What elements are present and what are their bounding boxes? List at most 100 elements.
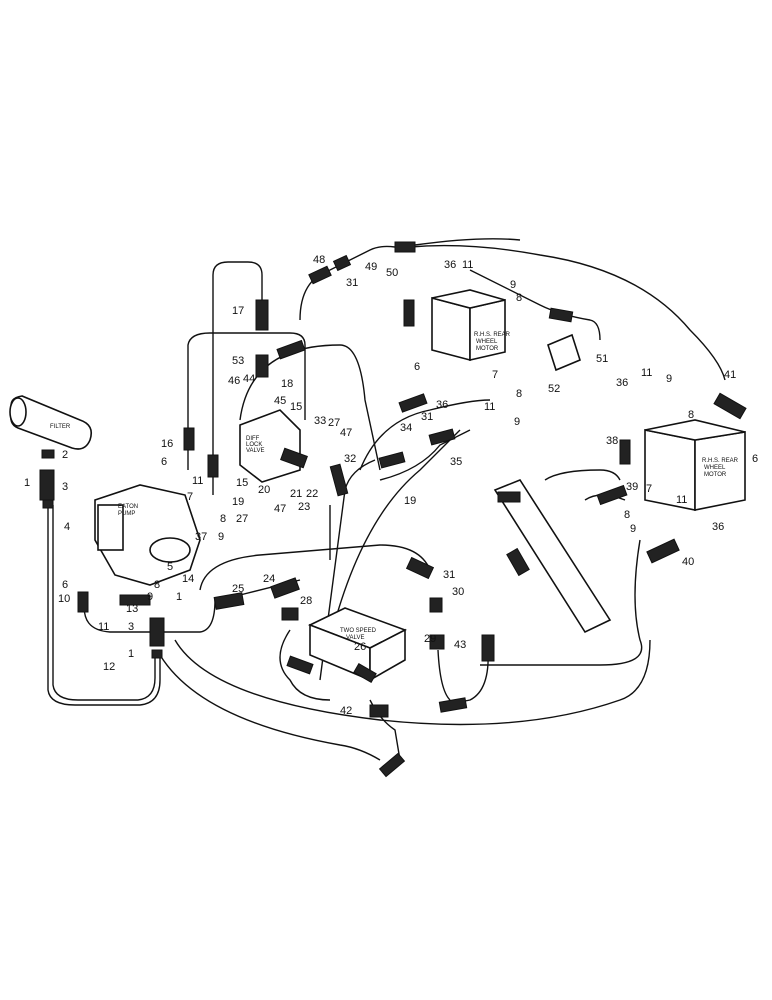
filter: FILTER: [9, 395, 93, 450]
callout-c39: 39: [626, 481, 638, 493]
callout-c11b: 11: [192, 475, 203, 487]
valve-block-52: [547, 333, 581, 372]
callout-c27: 27: [236, 513, 248, 525]
two-speed-label-2: VALVE: [346, 635, 364, 641]
hose-tall-loop: [212, 261, 263, 495]
callout-c19b: 19: [404, 495, 416, 507]
callout-c31b: 31: [421, 411, 433, 423]
callout-c6d: 6: [752, 453, 758, 465]
pump-flange: [97, 504, 124, 551]
fitting-13: [119, 594, 151, 606]
fitting-26: [353, 662, 377, 684]
fitting-31-top: [332, 254, 352, 272]
callout-c34: 34: [400, 422, 412, 434]
callout-c21: 21: [290, 488, 302, 500]
fittings: [39, 241, 747, 778]
hose-top-long: [299, 244, 726, 381]
filter-end: [9, 397, 27, 427]
callout-c7: 7: [187, 491, 193, 503]
callout-c8b: 8: [220, 513, 226, 525]
fitting-42: [369, 704, 389, 718]
two-speed-valve: TWO SPEED VALVE: [307, 607, 407, 682]
fitting-top-hose: [276, 339, 306, 360]
two-speed-side: [369, 628, 406, 682]
fitting-manifold-2: [506, 547, 530, 577]
hose-two-speed-loop: [199, 544, 431, 591]
diff-valve-body: [239, 409, 301, 483]
callout-c8f: 8: [624, 509, 630, 521]
callout-c11c: 11: [462, 259, 473, 271]
callout-c36c: 36: [616, 377, 628, 389]
callout-c45: 45: [274, 395, 286, 407]
fitting-filter-3: [39, 469, 55, 501]
callout-c10: 10: [58, 593, 70, 605]
callout-c8: 8: [154, 579, 160, 591]
hose-12: [47, 505, 161, 706]
pump-label-1: EATON: [118, 504, 138, 510]
diff-label-2: LOCK: [246, 442, 262, 448]
callout-c47b: 47: [340, 427, 352, 439]
fitting-motor-top-lower: [398, 393, 428, 413]
callout-c6c: 6: [414, 361, 420, 373]
callout-c8e: 8: [688, 409, 694, 421]
hose-two-speed-left: [279, 629, 331, 701]
fitting-34: [428, 428, 456, 446]
callout-c6: 6: [62, 579, 68, 591]
hose-manifold-right: [544, 469, 621, 481]
hose-29: [437, 649, 451, 701]
fitting-10: [77, 591, 89, 613]
fitting-43: [481, 634, 495, 662]
callout-c52: 52: [548, 383, 560, 395]
hose-two-speed-down: [369, 699, 401, 761]
callout-c9f: 9: [630, 523, 636, 535]
motor-top-label-1: R.H.S. REAR: [474, 332, 511, 338]
fitting-50: [394, 241, 416, 253]
callout-c42: 42: [340, 705, 352, 717]
callout-c15b: 15: [236, 477, 248, 489]
motor-right-label-1: R.H.S. REAR: [702, 458, 739, 464]
callout-c11: 11: [98, 621, 109, 633]
rhs-motor-top: R.H.S. REAR WHEEL MOTOR: [431, 289, 511, 362]
callout-c9d: 9: [514, 416, 520, 428]
fitting-31c: [405, 556, 435, 580]
two-speed-label-1: TWO SPEED: [340, 628, 377, 634]
callout-c36d: 36: [712, 521, 724, 533]
fitting-29: [429, 634, 445, 650]
hose-bottom-sweep-2: [159, 654, 381, 761]
callout-c44: 44: [243, 373, 255, 385]
callout-c6b: 6: [161, 456, 167, 468]
hose-diag-1: [359, 399, 491, 471]
callout-c9c: 9: [510, 279, 516, 291]
callout-c9b: 9: [218, 531, 224, 543]
callout-c36b: 36: [436, 399, 448, 411]
fitting-19b: [378, 451, 406, 469]
fitting-24: [270, 577, 300, 599]
hose-right-loop: [480, 539, 643, 666]
callout-c20: 20: [258, 484, 270, 496]
callout-c30: 30: [452, 586, 464, 598]
callout-c47: 47: [274, 503, 286, 515]
motor-right-front: [644, 429, 696, 511]
hose-diag-2: [379, 429, 471, 481]
callout-c49: 49: [365, 261, 377, 273]
fitting-manifold-1: [497, 491, 521, 503]
callout-c37: 37: [195, 531, 207, 543]
callout-c43: 43: [454, 639, 466, 651]
manifold-tube: [493, 479, 612, 634]
fitting-1-lower: [151, 649, 163, 659]
motor-right-lid: [644, 419, 746, 441]
hose-mid-loop: [239, 344, 381, 471]
callout-c32: 32: [344, 453, 356, 465]
callout-c19: 19: [232, 496, 244, 508]
callout-c33: 33: [314, 415, 326, 427]
hose-tall-loop-2: [187, 332, 306, 470]
fitting-30: [429, 597, 443, 613]
callout-c1b: 1: [128, 648, 134, 660]
hose-bottom-sweep: [174, 639, 651, 726]
diff-label-3: VALVE: [246, 448, 264, 454]
fitting-26-left: [286, 655, 314, 675]
fitting-filter-2: [41, 449, 55, 459]
hose-12-inner: [52, 505, 156, 701]
